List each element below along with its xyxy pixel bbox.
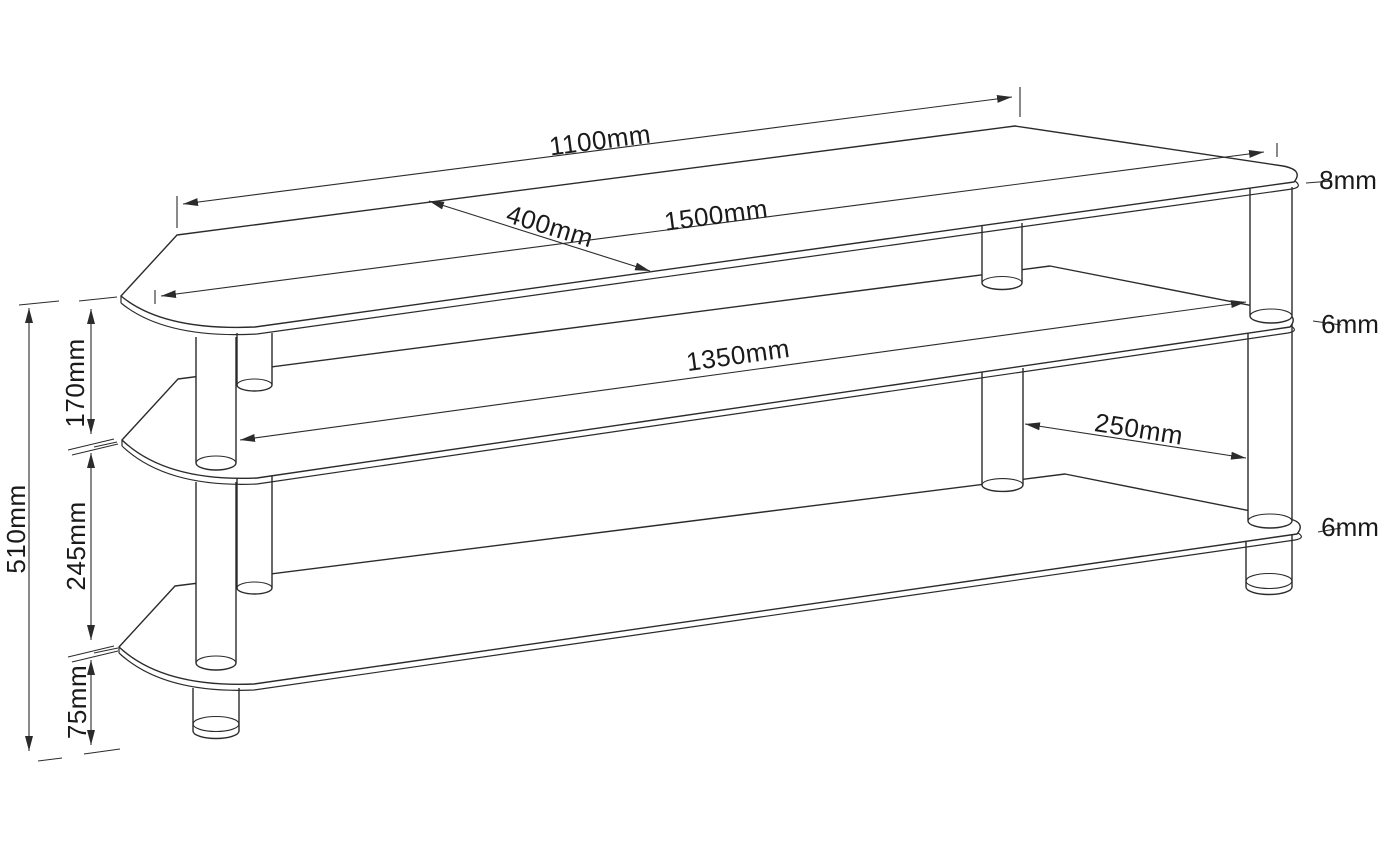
leader-6mm-middle bbox=[1312, 320, 1342, 326]
leg-back-left-tier2 bbox=[236, 474, 273, 595]
dim-gap-75: 75mm bbox=[62, 660, 95, 745]
leg-back-middle-tier1 bbox=[981, 223, 1023, 291]
leg-back-middle-tier2-rim bbox=[981, 477, 1024, 486]
dim-total-height: 510mm bbox=[1, 308, 33, 751]
leader-6mm-bottom bbox=[1317, 527, 1342, 533]
dim-label-middle-thickness: 6mm bbox=[1321, 309, 1379, 339]
foot-front-left-ring bbox=[192, 715, 240, 733]
leg-right-tier1 bbox=[1249, 187, 1293, 324]
leg-front-left-tier2-rim bbox=[195, 655, 237, 664]
leg-right-tier1-rim bbox=[1249, 308, 1293, 317]
break-mark-upper bbox=[67, 438, 119, 456]
bottom-tip-extension bbox=[93, 647, 119, 654]
dim-label-gap-245: 245mm bbox=[61, 501, 91, 590]
bottom-shelf bbox=[118, 473, 1302, 691]
leg-front-left-tier2 bbox=[195, 482, 237, 671]
leg-right-tier2 bbox=[1247, 323, 1293, 529]
dim-gap-170: 170mm bbox=[60, 309, 95, 434]
bottom-shelf-thickness-edge bbox=[118, 532, 1302, 691]
dim-label-bottom-thickness: 6mm bbox=[1321, 512, 1379, 542]
leg-front-left-tier1 bbox=[195, 337, 237, 471]
leg-back-middle-tier2 bbox=[981, 368, 1024, 493]
floor-extension bbox=[37, 748, 121, 762]
foot-front-left bbox=[192, 688, 240, 740]
leg-front-left-tier1-rim bbox=[195, 455, 237, 464]
dim-leg-spacing: 250mm bbox=[1024, 407, 1247, 460]
dim-label-leg-spacing: 250mm bbox=[1093, 407, 1186, 451]
leg-back-left-tier2-rim bbox=[236, 581, 273, 589]
dim-gap-245: 245mm bbox=[61, 453, 95, 640]
top-extension bbox=[18, 296, 118, 306]
bottom-feet bbox=[192, 534, 1293, 740]
tier2-legs bbox=[195, 323, 1293, 671]
leg-back-left-tier1 bbox=[236, 333, 273, 392]
leg-right-tier2-rim bbox=[1247, 513, 1293, 522]
middle-tip-extension bbox=[93, 441, 118, 448]
foot-right-ring bbox=[1245, 572, 1293, 590]
foot-right bbox=[1245, 534, 1293, 596]
middle-shelf-thickness-edge bbox=[121, 325, 1295, 485]
bottom-shelf-top bbox=[118, 473, 1301, 686]
dim-label-top-thickness: 8mm bbox=[1319, 165, 1377, 195]
dim-label-gap-75: 75mm bbox=[62, 665, 92, 739]
leader-8mm bbox=[1305, 180, 1333, 184]
break-mark-lower bbox=[67, 645, 119, 663]
dim-label-top-back-width: 1100mm bbox=[547, 119, 652, 162]
extension-lines bbox=[18, 87, 1342, 762]
dim-label-gap-170: 170mm bbox=[60, 338, 90, 427]
dim-label-total-height: 510mm bbox=[1, 484, 31, 573]
